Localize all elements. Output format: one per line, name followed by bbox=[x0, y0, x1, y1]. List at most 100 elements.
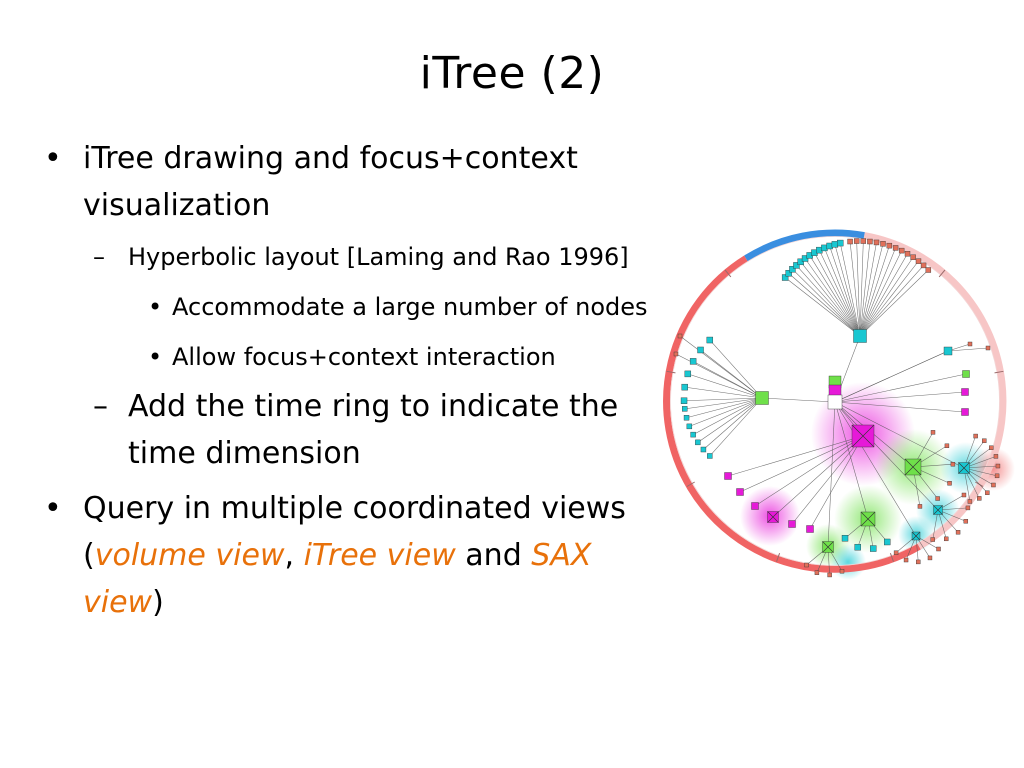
node-mark bbox=[958, 462, 970, 474]
leaf-node-cyan bbox=[681, 383, 688, 391]
leaf-node-salmon bbox=[955, 530, 961, 535]
tree-edge bbox=[819, 250, 861, 337]
leaf-node-cyan bbox=[781, 274, 789, 281]
leaf-node-salmon bbox=[963, 519, 969, 524]
leaf-node-magenta bbox=[961, 408, 969, 416]
tree-edge bbox=[809, 255, 861, 337]
leaf-node-salmon bbox=[904, 251, 911, 257]
dash-icon: – bbox=[93, 243, 105, 271]
leaf-node-cyan bbox=[707, 453, 713, 459]
tree-node-cyan bbox=[853, 329, 867, 343]
root-node bbox=[827, 394, 843, 410]
leaf-node-salmon bbox=[991, 482, 996, 488]
tree-edge bbox=[915, 535, 919, 562]
leaf-node-cyan bbox=[680, 397, 688, 404]
node-mark bbox=[911, 531, 921, 541]
leaf-node-salmon bbox=[994, 473, 1000, 479]
leaf-node-salmon bbox=[985, 490, 990, 495]
bullet-item: • iTree drawing and focus+context visual… bbox=[44, 135, 654, 229]
leaf-node-cyan bbox=[837, 239, 844, 247]
tree-edge bbox=[859, 250, 902, 337]
tree-edge bbox=[739, 435, 864, 493]
ring-segment-blue bbox=[744, 229, 865, 262]
bullet-icon: • bbox=[44, 141, 62, 176]
leaf-node-salmon bbox=[867, 238, 873, 245]
leaf-node-salmon bbox=[950, 462, 956, 467]
tree-edge bbox=[693, 397, 763, 435]
leaf-node-salmon bbox=[982, 438, 987, 443]
node-mark bbox=[822, 541, 834, 553]
ring-tick bbox=[994, 370, 1004, 374]
node-mark bbox=[851, 424, 875, 448]
leaf-node-cyan bbox=[697, 346, 704, 354]
leaf-node-salmon bbox=[915, 258, 922, 264]
tree-edge bbox=[859, 242, 877, 337]
bullet-text-part: Query in multiple coordinated views ( bbox=[83, 491, 626, 573]
tree-edge bbox=[937, 509, 947, 539]
leaf-node-salmon bbox=[839, 569, 845, 574]
node-mark bbox=[860, 511, 876, 527]
tree-edge bbox=[859, 257, 914, 337]
time-ring bbox=[663, 229, 1007, 573]
tree-edge bbox=[804, 258, 861, 337]
dash-icon: – bbox=[93, 389, 108, 424]
bullet-icon: • bbox=[148, 293, 163, 321]
bullet-text: Query in multiple coordinated views (vol… bbox=[83, 491, 626, 620]
tree-edge bbox=[859, 269, 929, 337]
leaf-node-salmon bbox=[920, 262, 927, 269]
tree-node-green bbox=[755, 391, 769, 405]
tree-edge bbox=[687, 373, 763, 399]
leaf-node-cyan bbox=[793, 262, 800, 269]
bullet-text-part: and bbox=[455, 538, 532, 573]
leaf-node-salmon bbox=[853, 238, 860, 244]
sub-bullet-text: Hyperbolic layout [Laming and Rao 1996] bbox=[128, 243, 629, 271]
leaf-node-magenta bbox=[736, 488, 744, 496]
tree-edge bbox=[796, 265, 861, 337]
leaf-node-cyan bbox=[700, 446, 707, 453]
tree-edge bbox=[788, 273, 861, 337]
tree-edge bbox=[684, 397, 763, 410]
node-mark bbox=[904, 458, 922, 476]
tree-edge bbox=[839, 243, 861, 337]
leaf-node-cyan bbox=[706, 336, 714, 344]
sub-sub-bullet-text: Allow focus+context interaction bbox=[172, 343, 556, 371]
leaf-node-salmon bbox=[967, 341, 973, 347]
leaf-node-salmon bbox=[944, 536, 949, 542]
leaf-node-magenta bbox=[961, 388, 969, 396]
leaf-node-salmon bbox=[880, 241, 886, 247]
tree-edge bbox=[849, 241, 861, 337]
tree-edge bbox=[859, 241, 871, 337]
leaf-node-cyan bbox=[689, 358, 697, 365]
leaf-node-cyan bbox=[884, 538, 891, 546]
leaf-node-salmon bbox=[947, 481, 952, 486]
tree-nodes bbox=[673, 238, 1001, 578]
tree-edge bbox=[761, 397, 836, 403]
leaf-node-cyan bbox=[870, 545, 877, 552]
tree-edge bbox=[824, 247, 861, 337]
leaf-node-salmon bbox=[903, 557, 909, 563]
bullet-text: iTree drawing and focus+context visualiz… bbox=[83, 141, 578, 223]
leaf-node-salmon bbox=[860, 238, 867, 244]
tree-edge bbox=[754, 435, 864, 507]
tree-node-cyan bbox=[943, 346, 953, 356]
ring-segment-red bbox=[663, 255, 921, 573]
tree-edge bbox=[791, 435, 864, 525]
node-mark bbox=[933, 505, 943, 515]
tree-edge bbox=[703, 397, 763, 450]
leaf-node-green bbox=[962, 370, 970, 378]
tree-edge bbox=[834, 401, 966, 413]
ring-tick bbox=[724, 269, 732, 278]
ring-tick bbox=[938, 269, 946, 278]
sub-bullet-text: Add the time ring to indicate the time d… bbox=[128, 389, 619, 471]
tree-edge bbox=[834, 401, 869, 520]
bullet-text-part: , bbox=[284, 538, 304, 573]
leaf-node-salmon bbox=[993, 454, 999, 459]
leaf-node-cyan bbox=[831, 241, 839, 248]
leaf-node-salmon bbox=[989, 445, 994, 450]
leaf-node-cyan bbox=[684, 370, 692, 378]
tree-edge bbox=[709, 397, 763, 457]
itree-view-link: iTree view bbox=[303, 538, 456, 573]
tree-edge bbox=[834, 350, 949, 403]
leaf-node-salmon bbox=[892, 245, 899, 251]
